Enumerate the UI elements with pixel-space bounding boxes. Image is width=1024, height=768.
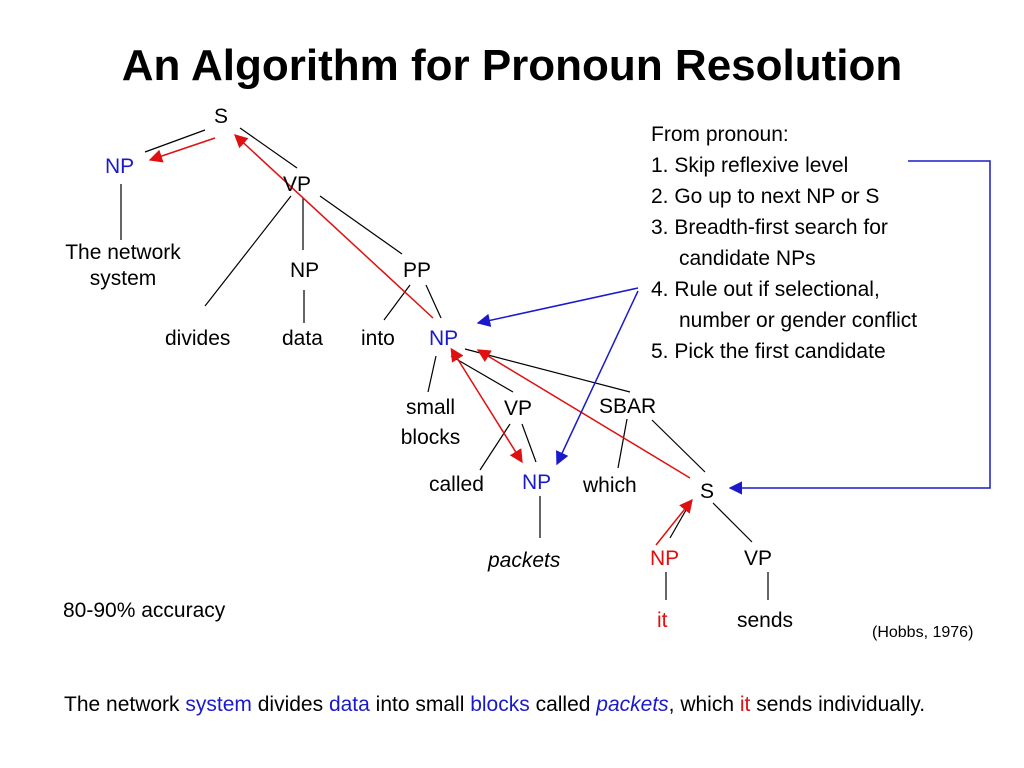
step-4-cont: number or gender conflict: [679, 309, 918, 332]
search-arrow-to-root-s: [234, 134, 434, 319]
node-s-root: S: [214, 105, 229, 128]
sentence-part-4: called: [529, 693, 597, 716]
node-np-subject: NP: [105, 155, 135, 178]
sentence-part-6: sends individually.: [750, 693, 926, 716]
search-arrow-to-subject-np: [148, 137, 216, 163]
sentence-part-2: divides: [251, 693, 329, 716]
edge-s-np: [144, 129, 206, 153]
edge-sbar-which: [617, 418, 628, 469]
node-word-data: data: [282, 327, 323, 350]
edge-pp-into: [383, 284, 411, 321]
sentence-part-3: into small: [369, 693, 471, 716]
step4-arrow-to-object-np: [476, 287, 639, 327]
steps-heading: From pronoun:: [651, 123, 789, 146]
edge-np-sbar: [464, 348, 631, 393]
small-blocks-line1: small: [405, 396, 455, 419]
node-np-object: NP: [429, 327, 459, 350]
node-vp-main: VP: [283, 173, 312, 196]
edge-s-vp-sends: [712, 502, 753, 543]
small-blocks-line2: blocks: [400, 426, 461, 449]
edge-np-vp: [450, 355, 514, 393]
sentence-word-blocks: blocks: [470, 693, 530, 716]
node-subject-text: The network system: [53, 240, 193, 292]
subject-text-line2: system: [89, 267, 157, 290]
node-sbar: SBAR: [599, 395, 657, 418]
node-np-packets: NP: [522, 471, 552, 494]
edge-vp-divides: [204, 195, 292, 307]
node-verb-divides: divides: [165, 327, 231, 350]
sentence-word-packets: packets: [596, 693, 669, 716]
node-word-it: it: [657, 609, 668, 632]
sentence-word-system: system: [185, 693, 252, 716]
accuracy-note: 80-90% accuracy: [63, 599, 226, 622]
step-3: 3. Breadth-first search for: [651, 216, 888, 239]
sentence-part-1: The network: [64, 693, 186, 716]
subject-text-line1: The network: [65, 241, 181, 264]
edge-vp-called: [479, 423, 511, 471]
edge-s-np-it: [669, 502, 691, 539]
node-small-blocks: small blocks: [388, 395, 473, 451]
sentence-word-it: it: [739, 693, 751, 716]
node-word-called: called: [429, 473, 484, 496]
step-2: 2. Go up to next NP or S: [651, 185, 880, 208]
node-s-embedded: S: [700, 480, 715, 503]
edge-s-vp: [239, 127, 298, 169]
step1-connector-to-s: [728, 160, 991, 495]
sentence-word-data: data: [328, 693, 370, 716]
node-word-sends: sends: [737, 609, 794, 632]
edge-sbar-s: [651, 419, 706, 473]
example-sentence: The network system divides data into sma…: [64, 689, 994, 720]
algorithm-steps: From pronoun: 1. Skip reflexive level 2.…: [651, 119, 917, 367]
search-arrow-np-packets: [450, 347, 523, 464]
node-np-data: NP: [290, 259, 320, 282]
node-pp: PP: [403, 259, 432, 282]
node-np-pronoun: NP: [650, 547, 680, 570]
citation: (Hobbs, 1976): [872, 624, 974, 641]
node-word-into: into: [361, 327, 395, 350]
edge-pp-np: [425, 284, 442, 319]
step4-arrow-to-packets-np: [556, 290, 639, 466]
node-vp-sends: VP: [744, 547, 773, 570]
sentence-part-5: , which: [668, 693, 740, 716]
step-3-cont: candidate NPs: [679, 247, 816, 270]
node-vp-called: VP: [504, 397, 533, 420]
node-word-which: which: [583, 474, 637, 497]
step-1: 1. Skip reflexive level: [651, 154, 849, 177]
edge-vp-np-packets: [521, 423, 537, 463]
edge-np-small: [427, 355, 437, 393]
search-arrow-it-to-s: [655, 498, 693, 546]
node-word-packets: packets: [488, 549, 561, 572]
step-4: 4. Rule out if selectional,: [651, 278, 880, 301]
slide-title: An Algorithm for Pronoun Resolution: [121, 41, 903, 90]
edge-vp-pp: [319, 195, 403, 255]
step-5: 5. Pick the first candidate: [651, 340, 886, 363]
